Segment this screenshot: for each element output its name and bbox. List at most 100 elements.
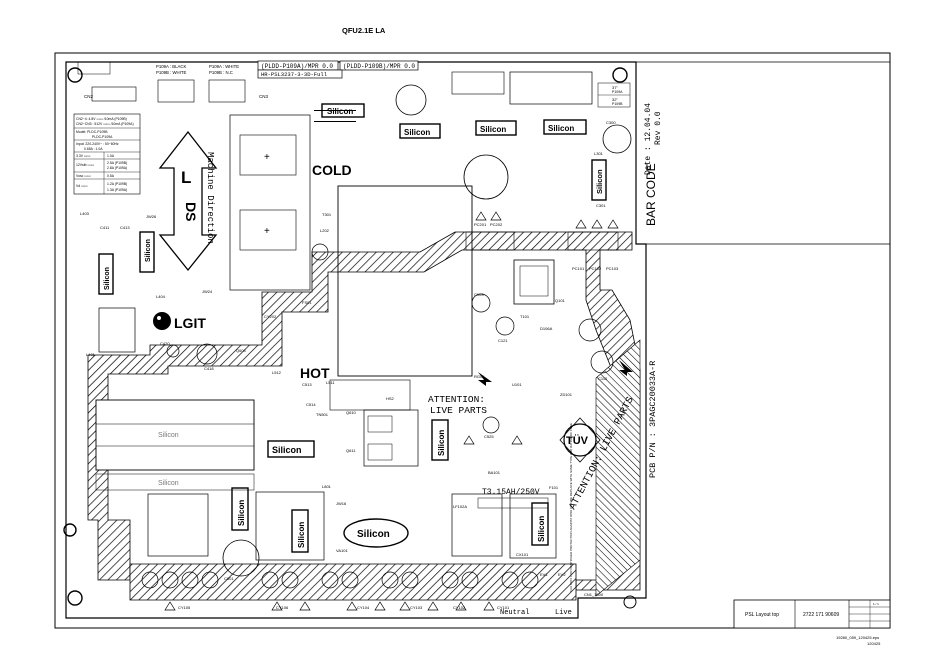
svg-text:HR-PSL3237-3-3D-Full: HR-PSL3237-3-3D-Full	[261, 71, 327, 78]
svg-text:PC102: PC102	[589, 266, 602, 271]
svg-text:CY202: CY202	[264, 314, 277, 319]
component-pc201-header	[465, 231, 515, 251]
svg-text:JW24: JW24	[202, 289, 213, 294]
svg-text:C418: C418	[204, 366, 214, 371]
spec-table: CN2~4: 4.8V ▭▭ /10mA (P109B) CN2~CN3 : 5…	[73, 113, 141, 195]
component-hs2	[363, 409, 419, 467]
board-outline	[65, 61, 647, 619]
title-block-small: 1 / 1	[873, 602, 879, 606]
pcb-pn-label: PCB P/N : 3PAGC20033A-R	[648, 361, 658, 478]
big-ds-label: DS	[183, 202, 199, 221]
cap-c301	[463, 154, 509, 200]
svg-text:C411: C411	[100, 225, 110, 230]
mounting-hole-tl	[67, 67, 83, 83]
svg-text:CY105: CY105	[178, 605, 191, 610]
high-voltage-icon	[478, 372, 492, 386]
svg-text:Silicon: Silicon	[537, 516, 546, 542]
svg-text:C413: C413	[120, 225, 130, 230]
connector-label-block: P109A : BLACK P109B : WHITE P109A : WHIT…	[77, 61, 268, 103]
attention-line1: ATTENTION:	[428, 394, 485, 405]
svg-text:0.65A : 1.0A: 0.65A : 1.0A	[84, 147, 103, 151]
svg-text:F101: F101	[549, 485, 559, 490]
svg-text:EV1: EV1	[540, 572, 548, 577]
drawing-frame	[54, 52, 891, 629]
svg-text:T101: T101	[520, 314, 530, 319]
silicon-outline-label: Silicon	[158, 480, 179, 487]
svg-text:TÜV: TÜV	[566, 434, 589, 447]
cap-c109	[578, 318, 602, 342]
svg-text:JW26: JW26	[146, 214, 157, 219]
svg-text:1.3A (P109A): 1.3A (P109A)	[107, 188, 127, 192]
svg-text:Silicon: Silicon	[237, 500, 246, 526]
component-lf103	[147, 493, 209, 557]
svg-text:12Vstb ▭▭: 12Vstb ▭▭	[76, 163, 94, 167]
svg-text:Silicon: Silicon	[327, 107, 353, 116]
svg-text:Q101: Q101	[555, 298, 566, 303]
svg-text:CN2~CN3 : 512V ▭▭ /10mA (P109A: CN2~CN3 : 512V ▭▭ /10mA (P109A)	[76, 122, 134, 126]
svg-text:C420: C420	[160, 341, 170, 346]
component-lf102a	[451, 493, 503, 557]
svg-text:+: +	[264, 226, 270, 237]
silicon-block: Silicon	[399, 123, 441, 139]
silicon-block-oval: Silicon	[343, 518, 409, 548]
svg-text:EV2: EV2	[558, 572, 566, 577]
svg-text:1.2A (P109B): 1.2A (P109B)	[107, 182, 127, 186]
diagonal-hatch	[595, 339, 641, 597]
caution-label: CAUTION: FOR CONTINUED PROTECTION AGAINS…	[569, 423, 573, 592]
bottom-hatch-band	[129, 563, 577, 601]
svg-text:(PLDD-P109B)/MPR 0.0: (PLDD-P109B)/MPR 0.0	[343, 63, 415, 70]
cap-l202	[311, 243, 329, 261]
high-voltage-icon-2	[619, 360, 633, 376]
machine-direction-arrow	[158, 130, 218, 272]
svg-text:32": 32"	[612, 97, 618, 102]
svg-text:P109A : WHITE: P109A : WHITE	[209, 64, 239, 69]
svg-text:L202: L202	[320, 228, 330, 233]
component-t101-header	[567, 231, 619, 251]
component-l401	[98, 307, 136, 353]
svg-text:Vd ▭▭: Vd ▭▭	[76, 184, 88, 188]
svg-text:U101: U101	[512, 382, 522, 387]
svg-text:L404: L404	[156, 294, 166, 299]
silicon-block: Silicon	[475, 120, 517, 136]
svg-text:P109A : BLACK: P109A : BLACK	[156, 64, 186, 69]
file-date: 120425	[867, 641, 881, 646]
svg-text:(PLDD-P109A)/MPR 0.0: (PLDD-P109A)/MPR 0.0	[261, 63, 333, 70]
version-box: (PLDD-P109A)/MPR 0.0 (PLDD-P109B)/MPR 0.…	[257, 60, 419, 79]
silicon-block-vertical: Silicon	[591, 159, 607, 201]
cap-c418	[196, 343, 218, 365]
svg-text:RG01: RG01	[474, 374, 485, 379]
neutral-label: Neutral	[500, 609, 529, 617]
hot-label: HOT	[300, 365, 330, 381]
svg-text:TN501: TN501	[316, 412, 329, 417]
silicon-block-vertical: Silicon	[531, 502, 549, 546]
attention-line2: LIVE PARTS	[430, 405, 487, 416]
svg-text:1.0A: 1.0A	[107, 154, 115, 158]
svg-text:C801: C801	[224, 576, 234, 581]
svg-text:VA101: VA101	[336, 548, 348, 553]
warning-triangles	[164, 211, 619, 611]
svg-text:Silicon: Silicon	[297, 522, 306, 548]
svg-text:L801: L801	[322, 484, 332, 489]
svg-text:+: +	[264, 152, 270, 163]
cap-c110	[590, 350, 614, 374]
svg-text:Input: 220-240V~ : 50~60Hz: Input: 220-240V~ : 50~60Hz	[76, 142, 119, 146]
svg-text:CY101: CY101	[497, 605, 510, 610]
svg-text:L401: L401	[86, 352, 96, 357]
svg-text:PC101: PC101	[572, 266, 585, 271]
svg-text:Q610: Q610	[346, 410, 357, 415]
cap-c121	[495, 316, 515, 336]
barcode-area	[636, 61, 891, 245]
component-q101	[513, 259, 555, 305]
svg-text:CN2: CN2	[84, 94, 93, 99]
cn1-label: CN1_1000	[584, 592, 604, 597]
mounting-hole-bl	[67, 590, 83, 606]
svg-text:CN2~4: 4.8V ▭▭ /10mA (P109B): CN2~4: 4.8V ▭▭ /10mA (P109B)	[76, 117, 127, 121]
lgit-logo-icon	[153, 312, 171, 330]
live-label: Live	[555, 609, 572, 617]
svg-text:Silicon: Silicon	[272, 445, 302, 455]
component-label-group: L301 C301 C300 PC201 PC202 PC101 PC102 P…	[80, 120, 619, 581]
svg-text:P109A: P109A	[612, 90, 623, 94]
cap-c801	[222, 539, 260, 577]
cap-c300	[602, 124, 632, 154]
